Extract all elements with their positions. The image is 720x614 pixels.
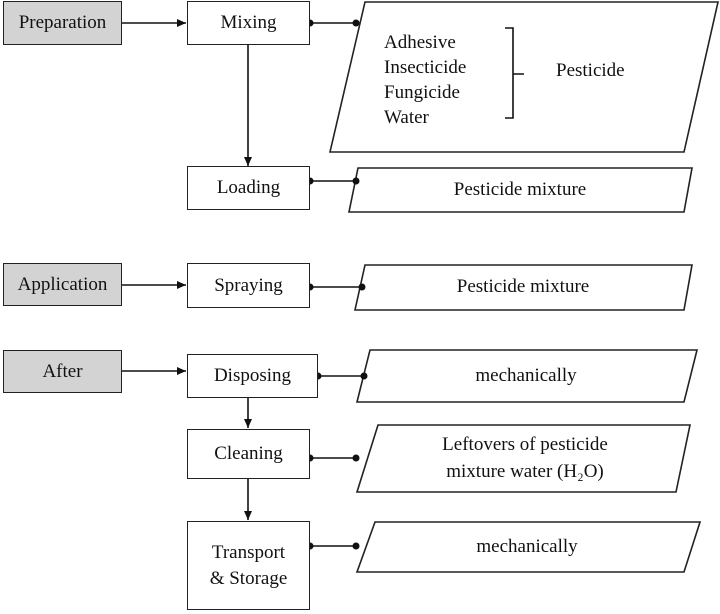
output-transport-label: mechanically: [476, 535, 578, 557]
step-loading: Loading: [187, 166, 310, 210]
stage-preparation-label: Preparation: [18, 12, 107, 34]
step-spraying: Spraying: [187, 263, 310, 308]
ingredient-item: Water: [384, 107, 429, 129]
step-cleaning-label: Cleaning: [214, 443, 283, 465]
parallelogram-disposing: [355, 349, 699, 403]
output-loading-label: Pesticide mixture: [453, 178, 587, 200]
output-cleaning-line2: mixture water (H₂O): [446, 460, 604, 482]
output-spraying-label: Pesticide mixture: [456, 276, 590, 298]
output-transport: mechanically: [366, 522, 688, 572]
parallelogram-loading: [348, 167, 693, 213]
output-disposing-label: mechanically: [475, 364, 577, 386]
step-spraying-label: Spraying: [214, 274, 283, 296]
parallelogram-transport: [355, 521, 702, 573]
step-storage-label: & Storage: [209, 567, 288, 589]
output-disposing: mechanically: [366, 350, 686, 402]
step-mixing: Mixing: [187, 1, 310, 45]
output-cleaning: Leftovers of pesticide mixture water (H₂…: [366, 425, 684, 492]
ingredient-item: Insecticide: [384, 57, 467, 79]
step-disposing-label: Disposing: [213, 365, 292, 387]
connector-mixing: [306, 19, 360, 27]
ingredients-list: Adhesive Insecticide Fungicide Water: [384, 30, 466, 130]
step-loading-label: Loading: [216, 177, 281, 199]
output-spraying: Pesticide mixture: [362, 265, 684, 310]
output-loading: Pesticide mixture: [360, 168, 680, 212]
connector-loading: [306, 177, 360, 185]
ingredients-group-label: Pesticide: [556, 60, 625, 81]
connector-spraying: [306, 283, 366, 291]
stage-application-label: Application: [17, 273, 108, 295]
stage-after-label: After: [42, 360, 83, 382]
connector-transport: [306, 542, 360, 550]
ingredient-item: Fungicide: [384, 82, 460, 104]
stage-application: Application: [3, 263, 122, 306]
step-cleaning: Cleaning: [187, 429, 310, 479]
stage-preparation: Preparation: [3, 1, 122, 45]
step-mixing-label: Mixing: [220, 12, 277, 34]
parallelogram-cleaning: [355, 424, 691, 493]
step-transport-label: Transport: [211, 541, 286, 563]
connector-disposing: [314, 372, 368, 380]
parallelogram-ingredients: [328, 1, 720, 153]
parallelogram-spraying: [354, 264, 693, 311]
output-cleaning-line1: Leftovers of pesticide: [442, 433, 608, 455]
stage-after: After: [3, 350, 122, 393]
connector-cleaning: [306, 454, 360, 462]
ingredient-item: Adhesive: [384, 32, 456, 53]
ingredients-bracket: [505, 27, 524, 119]
step-disposing: Disposing: [187, 354, 318, 398]
step-transport-storage: Transport & Storage: [187, 521, 310, 610]
